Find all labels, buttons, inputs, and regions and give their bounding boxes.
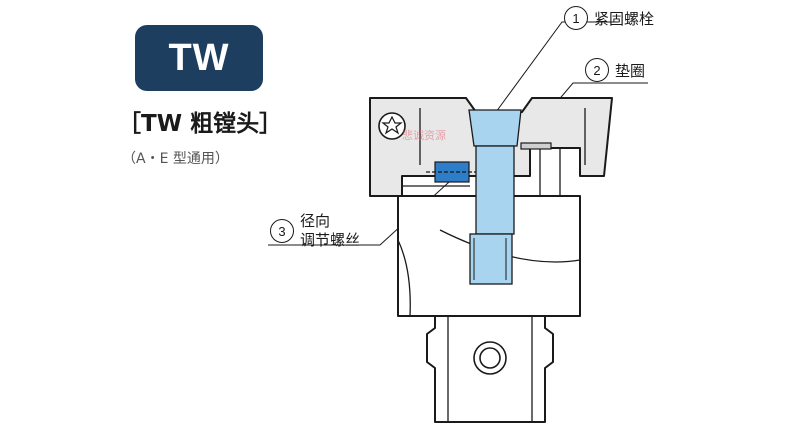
page-subtitle: （A・E 型通用） xyxy=(122,151,229,167)
page-title: ［TW 粗镗头］ xyxy=(118,111,283,137)
bolt-head xyxy=(468,109,522,147)
callout-radial-adjust-screw: 3 径向 调节螺丝 xyxy=(270,212,360,250)
watermark: 悲诚资源 xyxy=(402,129,446,142)
body-inner-lines xyxy=(397,108,586,422)
bolt-thread xyxy=(469,233,513,285)
callout-label-2: 垫圈 xyxy=(615,61,646,80)
clamping-bolt xyxy=(468,109,522,285)
insert-screw xyxy=(378,112,406,140)
callout-label-1: 紧固螺栓 xyxy=(594,9,655,28)
leader-line-1 xyxy=(495,21,618,113)
callout-number-3: 3 xyxy=(270,219,294,243)
torx-icon xyxy=(381,115,403,135)
shank-hole xyxy=(473,341,507,375)
radial-adjust-screw xyxy=(426,161,476,183)
washer xyxy=(520,142,552,150)
bolt-shank xyxy=(475,145,515,235)
callout-clamping-bolt: 1 紧固螺栓 xyxy=(564,6,654,30)
callout-washer: 2 垫圈 xyxy=(585,58,645,82)
badge-text: TW xyxy=(168,36,230,79)
tw-badge: TW xyxy=(135,25,263,91)
callout-number-2: 2 xyxy=(585,58,609,82)
callout-label-3b: 调节螺丝 xyxy=(300,231,361,249)
callout-label-3a: 径向 xyxy=(300,212,331,230)
bolt-thread-lines xyxy=(473,238,507,280)
callout-number-1: 1 xyxy=(564,6,588,30)
